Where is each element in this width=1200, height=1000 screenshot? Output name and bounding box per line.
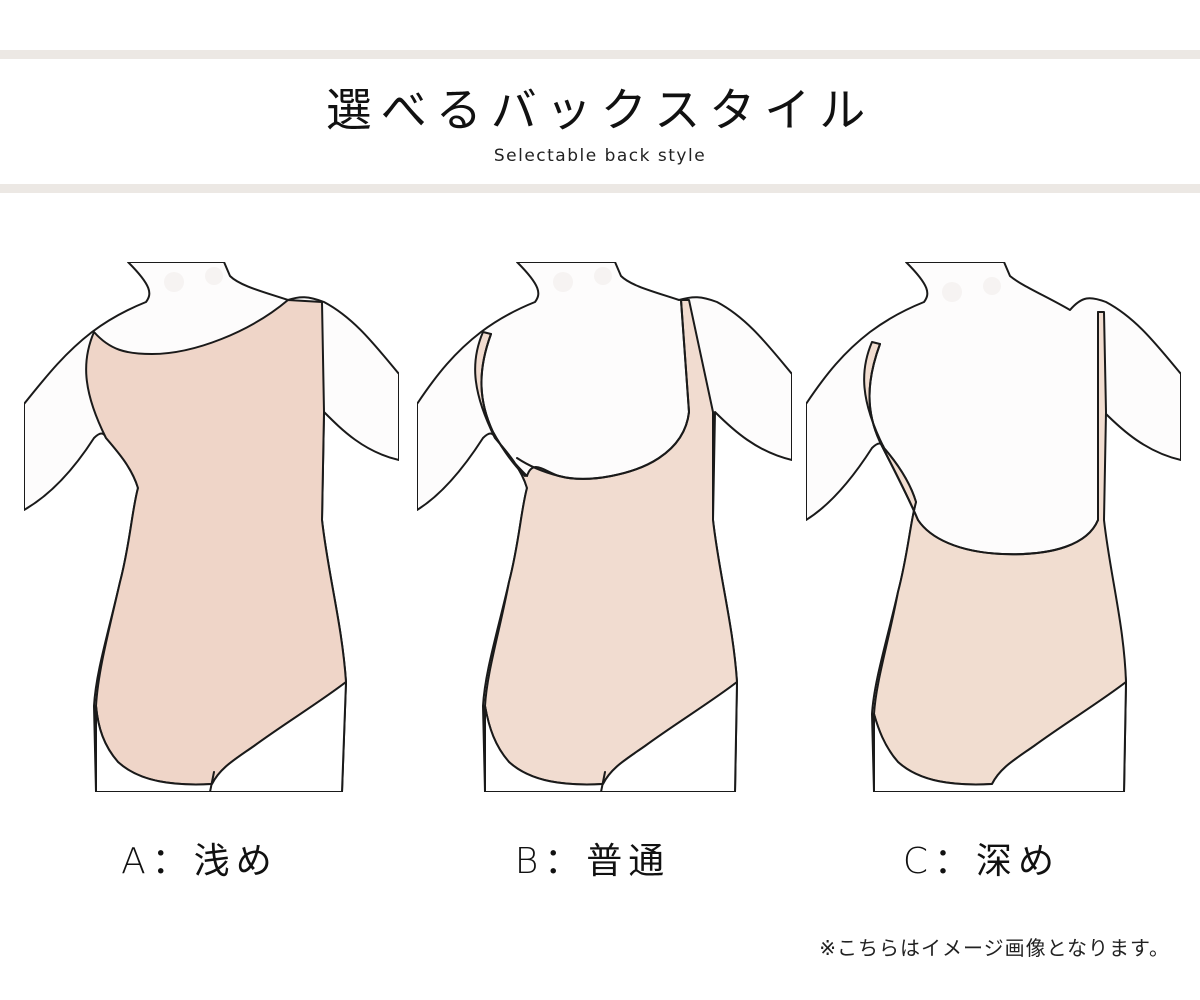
option-label-c: C：深め bbox=[902, 841, 1061, 882]
header-bottom-band bbox=[0, 184, 1200, 193]
legs bbox=[95, 681, 347, 792]
legs bbox=[484, 681, 738, 792]
page-title: 選べるバックスタイル bbox=[325, 83, 875, 137]
leotard-back-shallow-illustration bbox=[24, 262, 399, 792]
leotard-back-deep-illustration bbox=[806, 262, 1181, 792]
option-label-a: A：浅め bbox=[121, 841, 278, 882]
legs bbox=[873, 681, 1127, 792]
header-top-band bbox=[0, 50, 1200, 59]
page-subtitle: Selectable back style bbox=[493, 146, 707, 166]
leotard-back-normal-illustration bbox=[417, 262, 792, 792]
option-label-b: B：普通 bbox=[514, 841, 671, 882]
image-disclaimer-note: ※こちらはイメージ画像となります。 bbox=[819, 936, 1170, 960]
